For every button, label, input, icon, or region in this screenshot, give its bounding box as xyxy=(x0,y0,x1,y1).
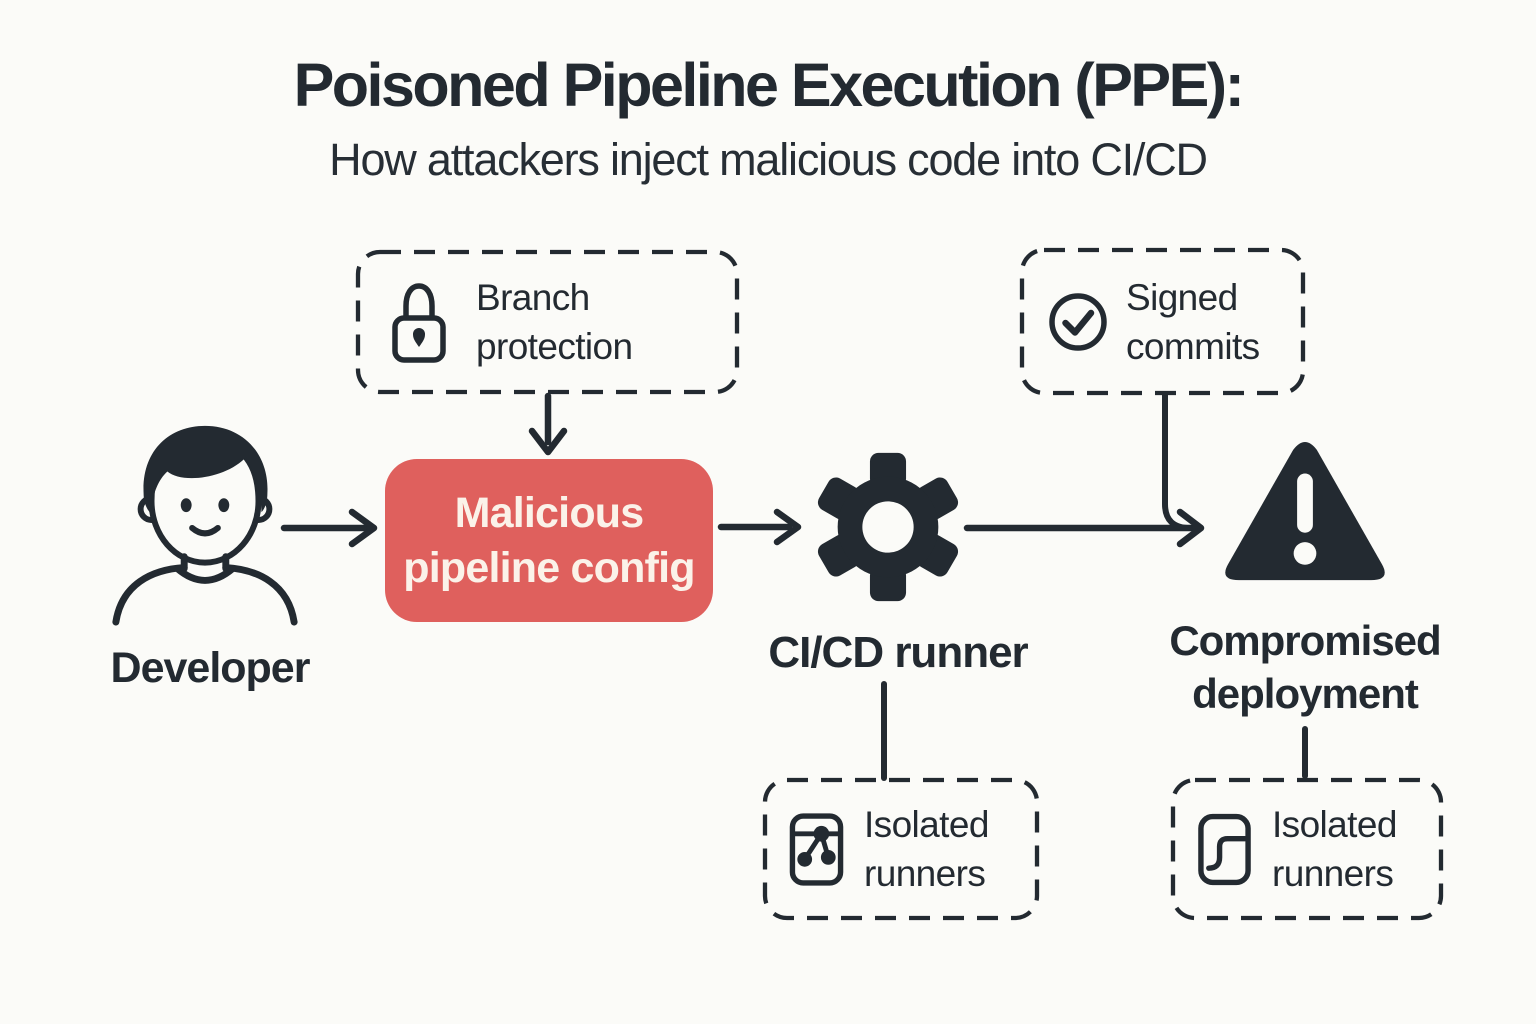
callout-branch-protection: Branch protection xyxy=(358,252,737,392)
compromised-deployment-label: Compromised deployment xyxy=(1169,617,1441,717)
gear-icon xyxy=(812,451,964,603)
commit-graph-icon xyxy=(789,812,844,886)
check-circle-icon xyxy=(1046,290,1110,354)
corner-pipe-icon xyxy=(1197,813,1252,886)
isolated-runners-left-label: Isolated runners xyxy=(864,804,989,894)
branch-protection-box-border xyxy=(355,249,740,395)
warning-triangle-icon xyxy=(1221,438,1389,586)
arrow-developer-to-config xyxy=(280,508,378,548)
arrow-branch-protection-to-config xyxy=(528,392,568,456)
isolated-runners-right-label: Isolated runners xyxy=(1272,804,1397,894)
lock-icon xyxy=(388,281,450,363)
callout-signed-commits: Signed commits xyxy=(1022,250,1303,393)
developer-person-icon xyxy=(102,418,308,626)
cicd-runner-label: CI/CD runner xyxy=(768,628,1028,677)
callout-isolated-runners-left: Isolated runners xyxy=(765,780,1037,918)
malicious-pipeline-config-node: Malicious pipeline config xyxy=(385,459,713,622)
line-signed-commits-merge xyxy=(1162,391,1193,531)
developer-label: Developer xyxy=(110,644,311,692)
page-title: Poisoned Pipeline Execution (PPE): xyxy=(293,51,1245,119)
callout-isolated-runners-right: Isolated runners xyxy=(1173,780,1441,918)
page-subtitle: How attackers inject malicious code into… xyxy=(329,134,1208,185)
isolated-runners-left-box-border xyxy=(762,777,1040,921)
malicious-config-label-line2: pipeline config xyxy=(403,543,695,592)
signed-commits-label: Signed commits xyxy=(1126,276,1260,367)
arrow-runner-to-deployment xyxy=(963,508,1205,548)
isolated-runners-right-box-border xyxy=(1170,777,1444,921)
malicious-config-label-line1: Malicious xyxy=(454,488,645,537)
branch-protection-label: Branch protection xyxy=(476,277,633,367)
arrow-config-to-runner xyxy=(717,508,802,546)
